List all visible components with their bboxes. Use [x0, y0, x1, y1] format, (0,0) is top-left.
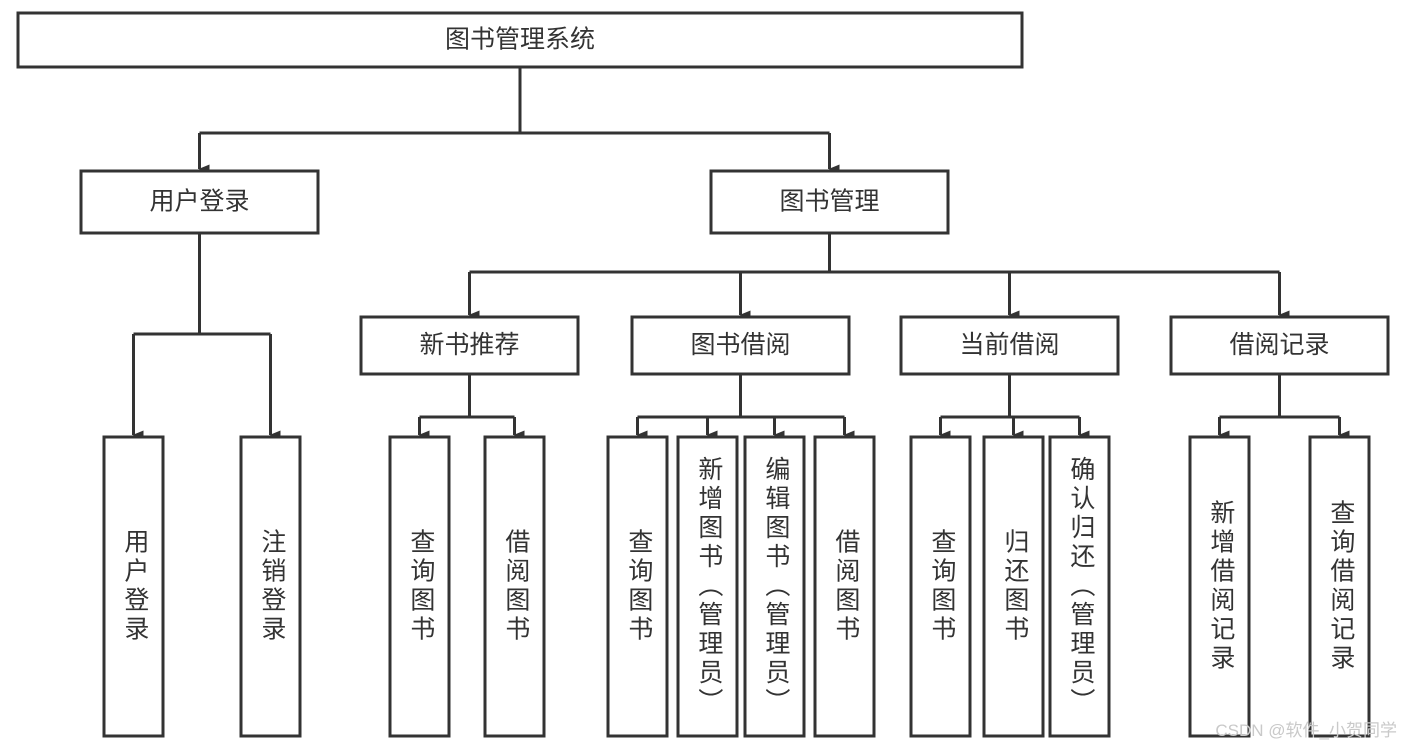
node-leaf-user-login[interactable]: 用户登录 [102, 435, 165, 738]
node-new-book-rec[interactable]: 新书推荐 [359, 315, 580, 376]
node-leaf-borrow-book-rec[interactable]: 借阅图书 [483, 435, 546, 738]
node-leaf-user-logout[interactable]: 注销登录 [239, 435, 302, 738]
edge-layer [132, 67, 1350, 440]
node-leaf-query-book[interactable]: 查询图书 [606, 435, 669, 738]
node-leaf-return-book[interactable]: 归还图书 [982, 435, 1045, 738]
node-label: 用户登录 [149, 188, 249, 216]
node-label: 确认归还（管理员） [1067, 456, 1096, 717]
node-label: 当前借阅 [959, 331, 1059, 359]
node-leaf-add-book[interactable]: 新增图书（管理员） [676, 435, 739, 738]
node-box [630, 315, 851, 376]
node-label: 查询图书 [625, 529, 654, 645]
node-box [239, 435, 302, 738]
node-box [676, 435, 739, 738]
node-leaf-add-record[interactable]: 新增借阅记录 [1188, 435, 1251, 738]
node-label: 图书管理 [779, 188, 879, 216]
node-box [1169, 315, 1390, 376]
node-label: 查询借阅记录 [1327, 500, 1356, 674]
node-label: 归还图书 [1001, 529, 1030, 645]
node-box [743, 435, 806, 738]
node-label: 借阅图书 [832, 529, 861, 645]
node-label: 注销登录 [258, 529, 287, 645]
node-box [483, 435, 546, 738]
node-user-login[interactable]: 用户登录 [79, 169, 320, 235]
node-box [79, 169, 320, 235]
node-box [359, 315, 580, 376]
node-box [709, 169, 950, 235]
node-box [102, 435, 165, 738]
node-leaf-query-record[interactable]: 查询借阅记录 [1308, 435, 1371, 738]
node-box [1048, 435, 1111, 738]
node-leaf-confirm-return[interactable]: 确认归还（管理员） [1048, 435, 1111, 738]
node-leaf-query-book-cur[interactable]: 查询图书 [909, 435, 972, 738]
node-label: 图书管理系统 [445, 26, 595, 54]
node-label: 新增借阅记录 [1207, 500, 1236, 674]
node-label: 编辑图书（管理员） [762, 456, 791, 717]
node-box [1188, 435, 1251, 738]
node-label: 用户登录 [121, 529, 150, 645]
node-box [16, 11, 1024, 69]
node-leaf-borrow-book[interactable]: 借阅图书 [813, 435, 876, 738]
node-leaf-query-book-rec[interactable]: 查询图书 [388, 435, 451, 738]
node-box [388, 435, 451, 738]
node-box [606, 435, 669, 738]
node-book-manage[interactable]: 图书管理 [709, 169, 950, 235]
node-label: 新增图书（管理员） [695, 456, 724, 717]
node-box [982, 435, 1045, 738]
node-label: 借阅记录 [1229, 331, 1329, 359]
node-label: 查询图书 [928, 529, 957, 645]
node-label: 图书借阅 [690, 331, 790, 359]
node-layer: 图书管理系统用户登录图书管理新书推荐图书借阅当前借阅借阅记录用户登录注销登录查询… [16, 11, 1390, 738]
node-box [899, 315, 1120, 376]
node-label: 借阅图书 [502, 529, 531, 645]
node-current-borrow[interactable]: 当前借阅 [899, 315, 1120, 376]
node-borrow-record[interactable]: 借阅记录 [1169, 315, 1390, 376]
node-label: 查询图书 [407, 529, 436, 645]
node-root[interactable]: 图书管理系统 [16, 11, 1024, 69]
node-label: 新书推荐 [419, 331, 519, 359]
node-book-borrow[interactable]: 图书借阅 [630, 315, 851, 376]
node-box [813, 435, 876, 738]
node-box [1308, 435, 1371, 738]
node-box [909, 435, 972, 738]
node-leaf-edit-book[interactable]: 编辑图书（管理员） [743, 435, 806, 738]
